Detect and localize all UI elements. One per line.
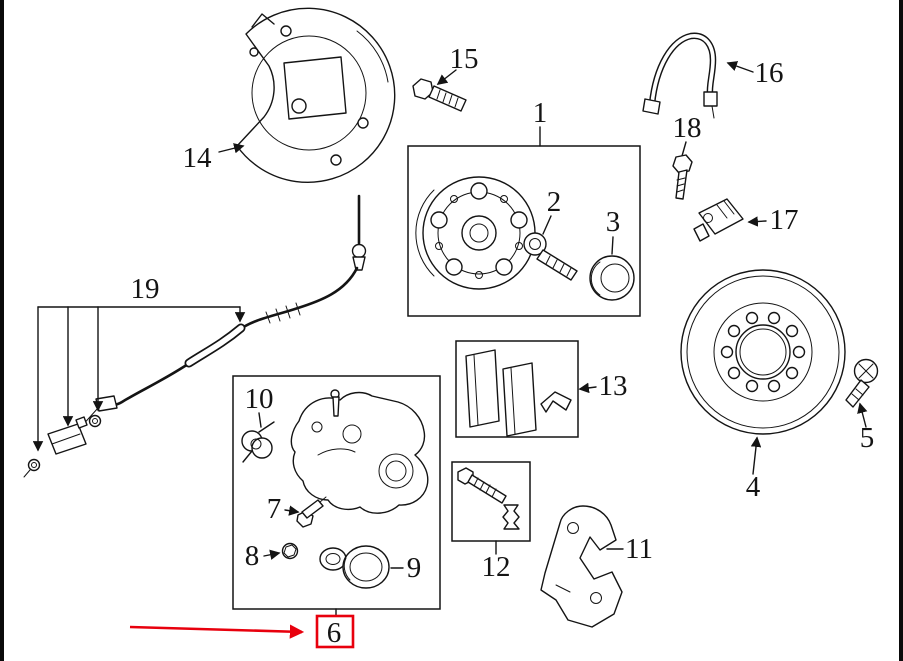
leader-line-3 — [611, 236, 614, 255]
left-edge-bar — [0, 0, 4, 661]
leader-arrow-8 — [263, 549, 281, 560]
part-11-caliper-bracket: 11 — [540, 505, 653, 628]
leader-arrow-16 — [726, 61, 754, 73]
leader-arrow-14 — [218, 143, 245, 154]
part-label-17: 17 — [770, 204, 799, 236]
leader-arrow-13 — [578, 382, 597, 394]
leader-arrow-15 — [436, 69, 457, 85]
part-label-14: 14 — [183, 142, 213, 174]
part-3-dust-cap: 3 — [589, 206, 635, 301]
highlighted-part-callout: 6 — [129, 614, 355, 649]
leader-line-2 — [542, 215, 552, 235]
part-label-16: 16 — [755, 57, 784, 89]
part-label-9: 9 — [407, 552, 422, 584]
leader-arrow-7 — [284, 505, 300, 516]
part-16-brake-hose: 16 — [642, 32, 784, 119]
part-label-19: 19 — [131, 273, 160, 305]
part-2-bolt: 2 — [523, 186, 578, 281]
part-6-caliper-group: 10 7 8 — [232, 375, 441, 617]
part-13-brake-pads-group: 13 — [455, 340, 628, 438]
part-label-6: 6 — [327, 617, 342, 649]
leader-arrow-4 — [750, 436, 762, 475]
part-label-3: 3 — [606, 206, 621, 238]
part-5-screw: 5 — [845, 358, 879, 454]
part-17-abs-sensor: 17 — [693, 198, 799, 242]
part-label-18: 18 — [673, 112, 702, 144]
part-19-sensor-harness: 19 — [23, 194, 367, 478]
right-edge-bar — [899, 0, 903, 661]
part-label-5: 5 — [860, 422, 875, 454]
part-label-13: 13 — [599, 370, 628, 402]
part-12-guide-pin-group: 12 — [451, 461, 531, 583]
highlight-box — [315, 614, 355, 649]
part-7-bleeder-screw: 7 — [267, 493, 327, 528]
part-8-cap: 8 — [245, 540, 299, 572]
part-9-piston-boot: 9 — [319, 545, 422, 589]
part-18-bolt: 18 — [672, 112, 702, 200]
part-label-8: 8 — [245, 540, 260, 572]
leader-line-10 — [258, 412, 262, 428]
part-4-brake-rotor: 4 — [680, 269, 846, 503]
part-label-1: 1 — [533, 97, 548, 129]
part-label-12: 12 — [482, 551, 511, 583]
part-label-2: 2 — [547, 186, 562, 218]
part-label-4: 4 — [746, 471, 761, 503]
part-14-backing-plate: 14 — [183, 7, 396, 183]
highlight-arrow — [129, 624, 305, 639]
part-label-11: 11 — [625, 533, 653, 565]
caliper-housing — [290, 391, 429, 514]
leader-arrow-17 — [747, 216, 767, 227]
leader-line-18 — [681, 141, 687, 157]
part-15-bolt: 15 — [412, 43, 479, 112]
part-10-spring: 10 — [241, 383, 275, 463]
part-label-10: 10 — [245, 383, 274, 415]
leader-arrow-5 — [857, 402, 868, 428]
part-label-7: 7 — [267, 493, 282, 525]
part-label-15: 15 — [450, 43, 479, 75]
part-1-hub-group: 1 2 3 — [407, 97, 641, 317]
